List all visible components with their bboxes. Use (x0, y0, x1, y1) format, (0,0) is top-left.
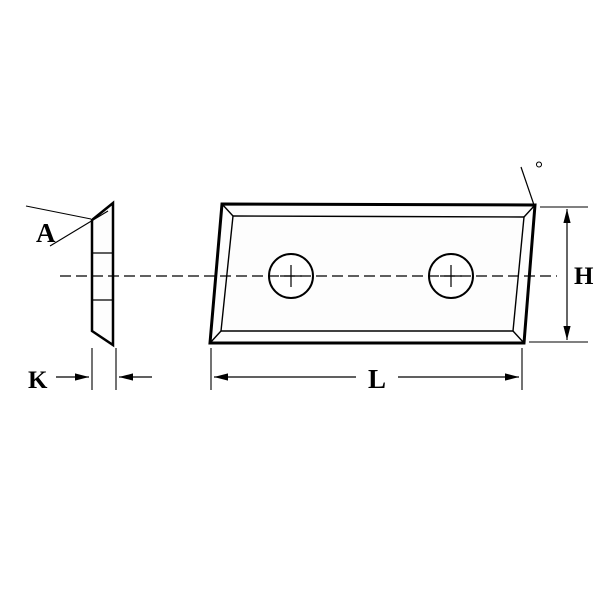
label-a-leader-line (49, 210, 109, 247)
angle-degree-symbol: ° (535, 158, 543, 180)
label-k: K (28, 367, 48, 394)
bevel-extension-line (25, 205, 92, 220)
corner-chamfer-lines (209, 203, 536, 344)
label-h: H (574, 263, 594, 290)
front-view-outer-outline (208, 202, 537, 345)
side-view-outline (90, 200, 115, 348)
dimension-k: K (28, 348, 152, 394)
label-a-group: A (25, 205, 109, 248)
edge-angle-mark: ° (520, 158, 543, 206)
front-view (208, 202, 537, 345)
angle-reference-line (520, 166, 535, 206)
hole-center-cross-left (280, 265, 302, 287)
dimension-l: L (210, 348, 523, 394)
label-a: A (36, 218, 56, 248)
side-view (90, 200, 115, 348)
hole-center-cross-right (440, 265, 462, 287)
dimension-h: H (529, 206, 594, 343)
label-l: L (368, 364, 386, 394)
